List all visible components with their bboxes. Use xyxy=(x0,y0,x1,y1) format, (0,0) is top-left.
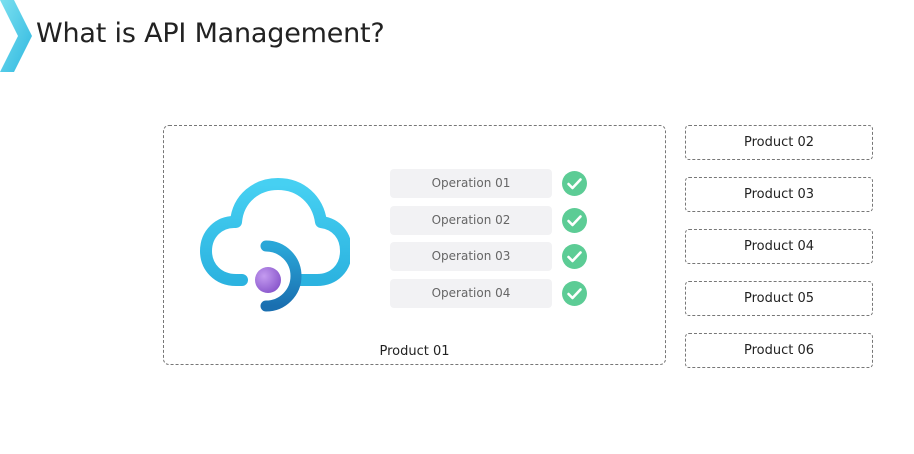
product-05-box: Product 05 xyxy=(685,281,873,316)
chevron-logo-icon xyxy=(0,0,32,72)
check-icon xyxy=(562,207,587,233)
product-list: Product 02 Product 03 Product 04 Product… xyxy=(685,125,873,385)
page-title: What is API Management? xyxy=(36,18,385,49)
operation-01: Operation 01 xyxy=(390,169,552,198)
product-06-box: Product 06 xyxy=(685,333,873,368)
api-management-cloud-icon xyxy=(200,178,350,312)
check-icon xyxy=(562,280,587,306)
operation-04: Operation 04 xyxy=(390,278,552,308)
operation-03: Operation 03 xyxy=(390,242,552,271)
product-01-label: Product 01 xyxy=(379,344,450,359)
product-01-container: Operation 01 Operation 02 Operation 03 xyxy=(163,125,666,365)
operation-02: Operation 02 xyxy=(390,205,552,235)
product-04-box: Product 04 xyxy=(685,229,873,264)
product-02-box: Product 02 xyxy=(685,125,873,160)
check-icon xyxy=(562,244,587,269)
check-icon xyxy=(562,171,587,196)
product-03-box: Product 03 xyxy=(685,177,873,212)
